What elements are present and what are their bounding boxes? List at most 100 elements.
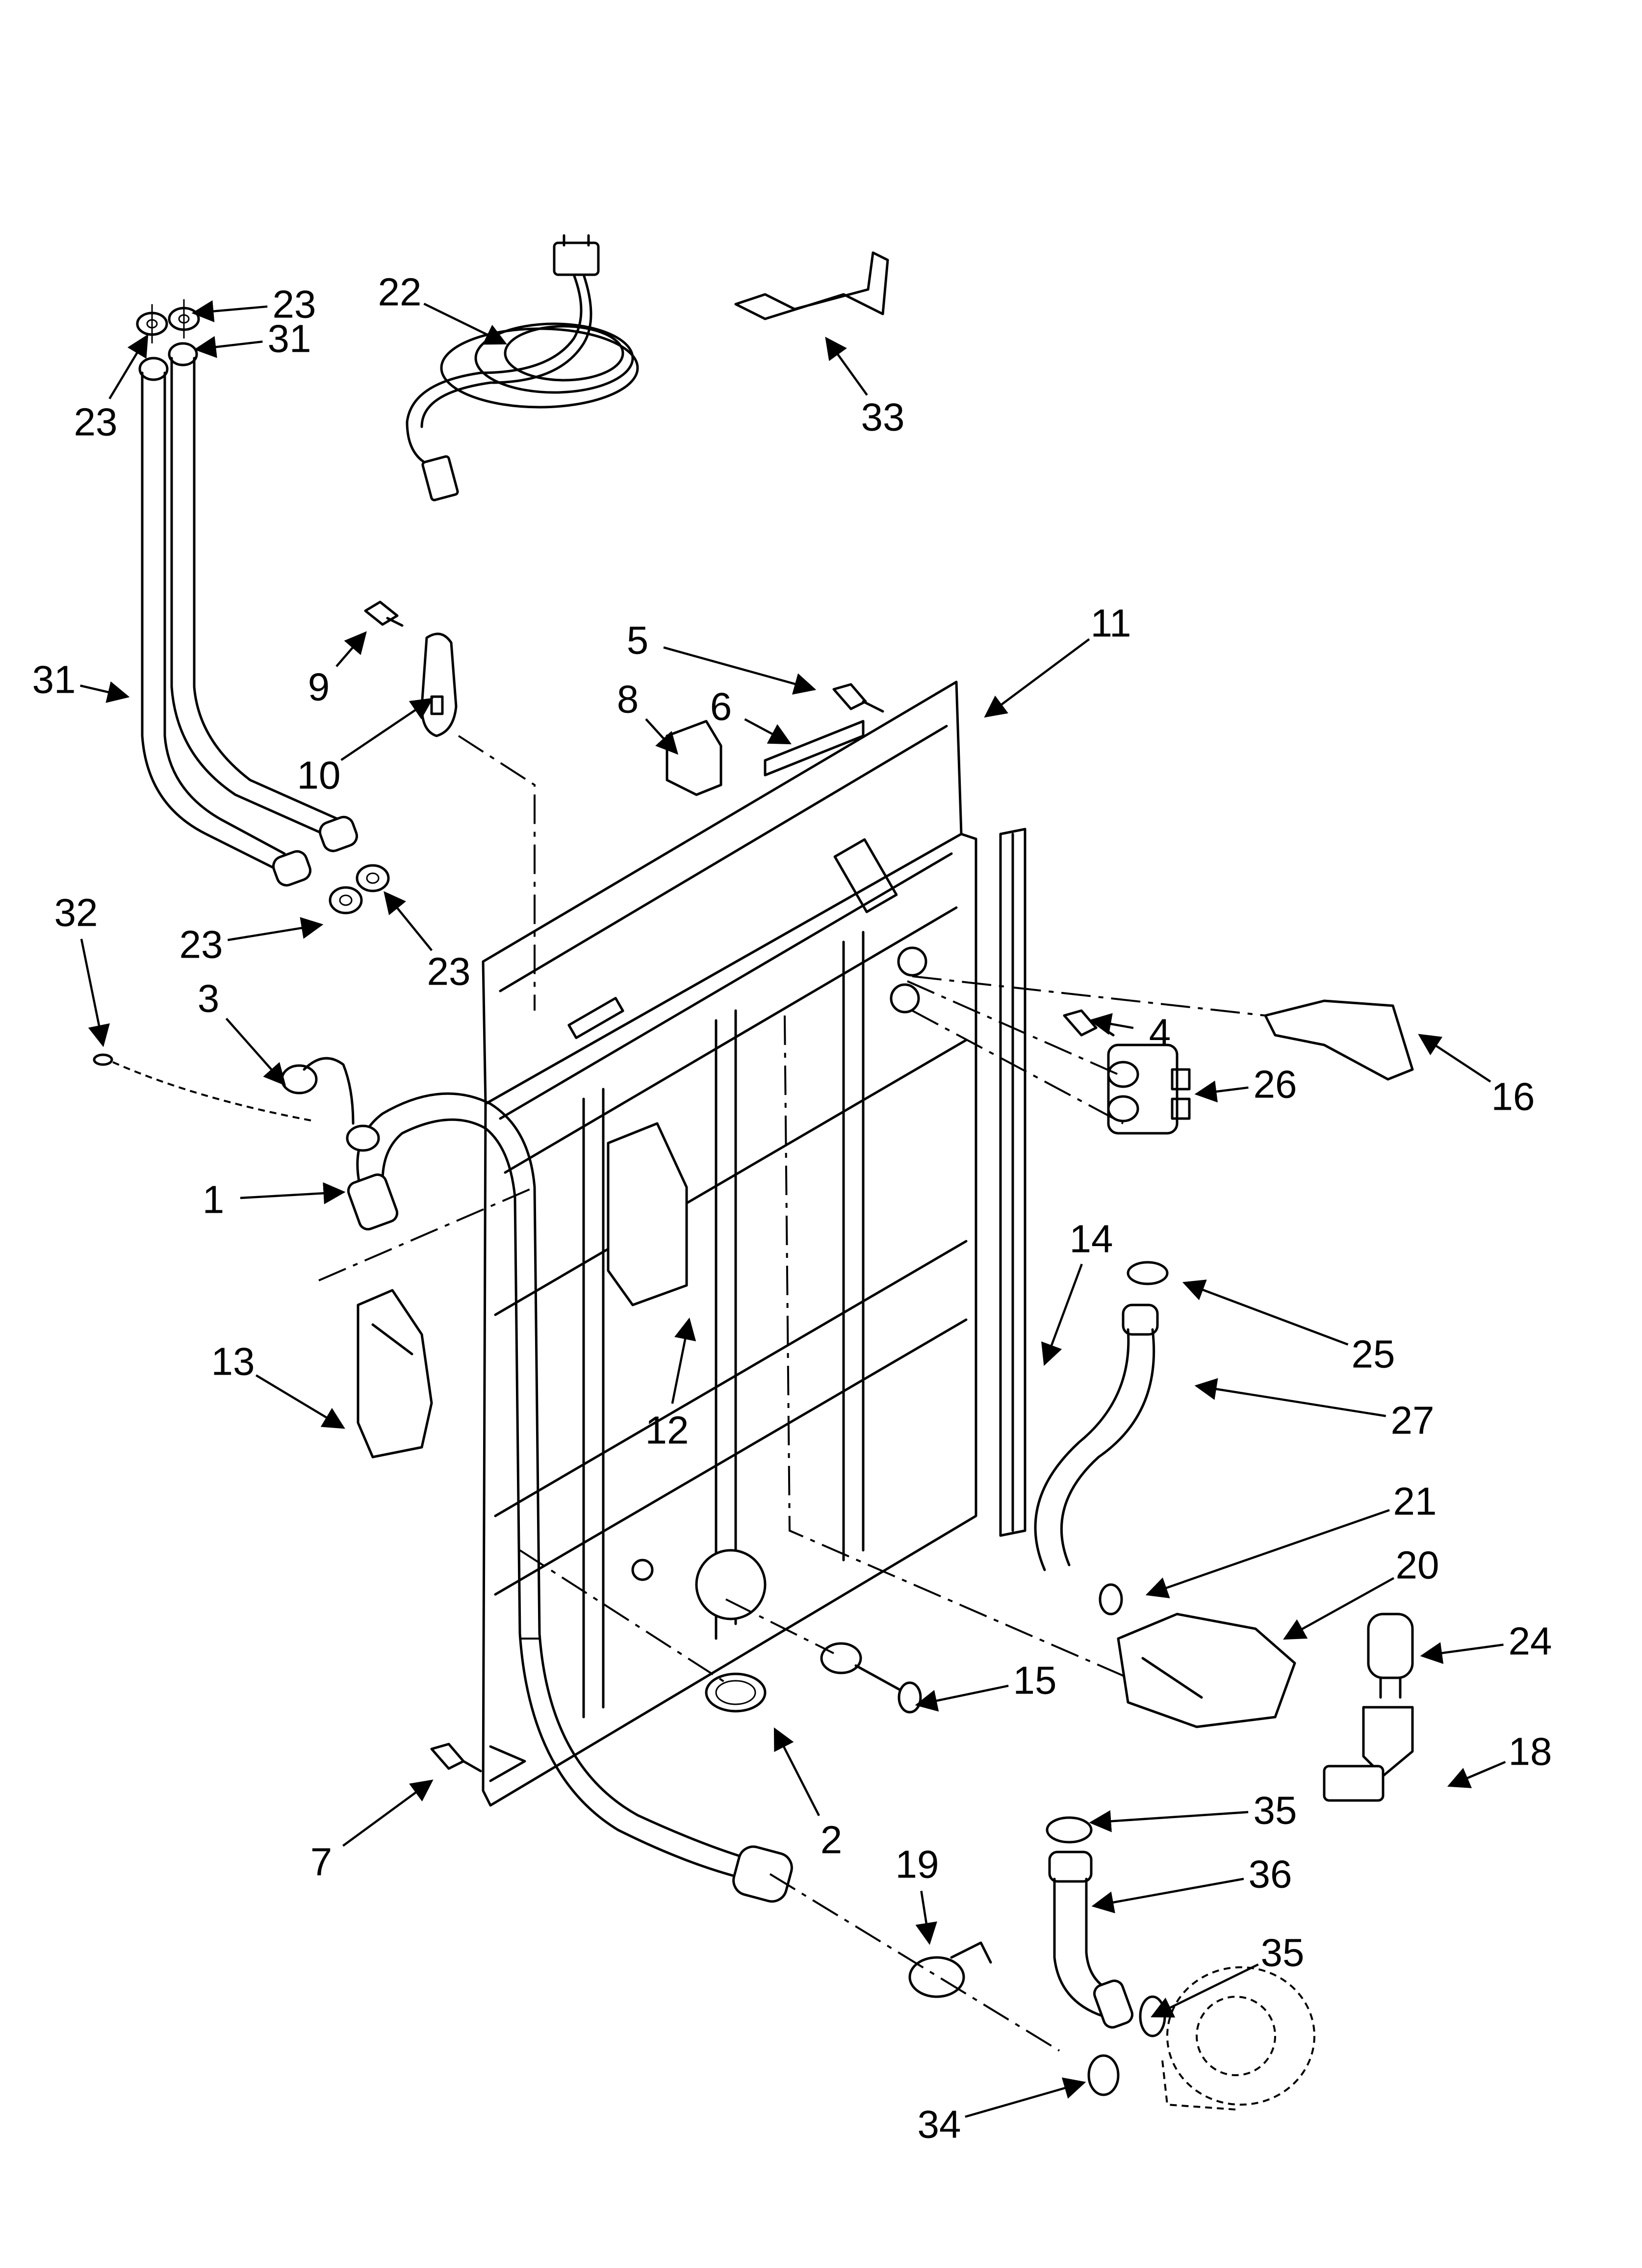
inlet-valve bbox=[1063, 1009, 1191, 1135]
callout-c35b: 35 bbox=[1261, 1931, 1305, 1975]
callout-c8: 8 bbox=[617, 678, 639, 721]
leader-c18 bbox=[1447, 1761, 1506, 1788]
leader-c9 bbox=[335, 631, 367, 667]
leader-c35b bbox=[1150, 1963, 1259, 2018]
side-strip bbox=[999, 828, 1026, 1537]
leader-c33 bbox=[825, 337, 868, 396]
inlet-hoses bbox=[136, 299, 390, 914]
leader-c8 bbox=[645, 718, 679, 755]
hose-and-clamps bbox=[1034, 1261, 1169, 1616]
clamp-19 bbox=[908, 1941, 992, 1998]
callout-c23b: 23 bbox=[74, 400, 118, 444]
hood bbox=[1264, 999, 1414, 1081]
callout-c26: 26 bbox=[1254, 1063, 1297, 1106]
cover bbox=[357, 1289, 433, 1459]
callout-c23c: 23 bbox=[180, 923, 223, 966]
callout-c2: 2 bbox=[821, 1818, 843, 1862]
leader-c12 bbox=[671, 1317, 696, 1404]
leader-c35a bbox=[1089, 1810, 1249, 1832]
leader-c13 bbox=[256, 1374, 345, 1429]
capacitor bbox=[1367, 1613, 1414, 1699]
leader-c4 bbox=[1089, 1013, 1134, 1035]
leader-c26 bbox=[1194, 1080, 1249, 1103]
callout-c10: 10 bbox=[297, 754, 341, 797]
leader-c23d bbox=[384, 891, 433, 951]
callout-c21: 21 bbox=[1393, 1480, 1437, 1523]
drain-hose bbox=[347, 1092, 793, 1903]
clips-and-screw bbox=[666, 683, 884, 796]
leader-c31a bbox=[194, 336, 263, 358]
leader-c21 bbox=[1145, 1509, 1390, 1598]
power-cord bbox=[406, 234, 639, 501]
leader-c5 bbox=[663, 646, 817, 695]
callout-c31a: 31 bbox=[268, 317, 311, 361]
callout-c18: 18 bbox=[1509, 1730, 1552, 1773]
leader-c36 bbox=[1091, 1877, 1244, 1913]
leader-c31b bbox=[80, 681, 130, 703]
leader-c27 bbox=[1194, 1378, 1386, 1417]
callout-c1: 1 bbox=[203, 1178, 225, 1222]
callout-c25: 25 bbox=[1352, 1332, 1395, 1376]
leader-c11 bbox=[984, 638, 1090, 718]
callout-c35a: 35 bbox=[1254, 1789, 1297, 1832]
leader-c24 bbox=[1420, 1642, 1504, 1664]
callout-c3: 3 bbox=[198, 977, 220, 1020]
callout-c9: 9 bbox=[308, 665, 330, 709]
rear-panel bbox=[482, 680, 977, 1807]
callout-c12: 12 bbox=[645, 1408, 689, 1452]
clamp-34 bbox=[1087, 2054, 1120, 2096]
leader-c15 bbox=[915, 1685, 1009, 1712]
callout-c16: 16 bbox=[1491, 1075, 1535, 1119]
screw-7 bbox=[430, 1743, 482, 1773]
leader-c34 bbox=[965, 2077, 1086, 2118]
reference-lines bbox=[318, 735, 1266, 2052]
leader-c23c bbox=[227, 917, 324, 941]
leader-c1 bbox=[240, 1182, 346, 1204]
callout-c24: 24 bbox=[1509, 1619, 1552, 1663]
leader-c2 bbox=[773, 1727, 820, 1817]
callout-c22: 22 bbox=[378, 270, 422, 314]
callout-c23d: 23 bbox=[427, 950, 471, 993]
callout-c4: 4 bbox=[1149, 1011, 1171, 1055]
callout-c6: 6 bbox=[710, 685, 732, 729]
leader-c3 bbox=[225, 1017, 286, 1086]
leader-c19 bbox=[915, 1890, 937, 1945]
leader-c25 bbox=[1182, 1279, 1349, 1346]
cord-loop bbox=[281, 1057, 380, 1152]
leader-c10 bbox=[340, 698, 434, 761]
leader-c14 bbox=[1041, 1263, 1083, 1366]
pump-reference-dashed bbox=[1161, 1966, 1315, 2111]
leader-c22 bbox=[423, 303, 508, 345]
leader-c32 bbox=[80, 938, 110, 1047]
leader-c7 bbox=[342, 1779, 434, 1847]
leader-c20 bbox=[1283, 1577, 1395, 1640]
leader-c23b bbox=[108, 334, 149, 399]
callout-c31b: 31 bbox=[32, 658, 76, 702]
callout-c36: 36 bbox=[1249, 1852, 1292, 1896]
callout-c11: 11 bbox=[1090, 601, 1131, 645]
callout-c20: 20 bbox=[1396, 1543, 1439, 1587]
cable-tie bbox=[93, 1053, 314, 1122]
drain-hose-36 bbox=[1046, 1816, 1166, 2037]
callout-c19: 19 bbox=[896, 1843, 939, 1886]
screw-and-strap bbox=[364, 600, 458, 737]
callout-c23a: 23 bbox=[273, 283, 316, 326]
callout-c5: 5 bbox=[627, 619, 649, 662]
callout-c13: 13 bbox=[211, 1340, 255, 1383]
bracket-12 bbox=[607, 1122, 688, 1306]
callout-c33: 33 bbox=[861, 395, 905, 439]
callout-c14: 14 bbox=[1070, 1217, 1113, 1261]
leader-c16 bbox=[1418, 1034, 1491, 1083]
callout-c15: 15 bbox=[1013, 1659, 1057, 1702]
clamp-2 bbox=[705, 1672, 767, 1713]
bracket bbox=[734, 251, 889, 320]
callout-c32: 32 bbox=[54, 891, 98, 935]
callout-c34: 34 bbox=[918, 2103, 961, 2146]
pump-motor bbox=[1323, 1706, 1414, 1802]
pump-housing bbox=[1117, 1613, 1296, 1728]
leader-c6 bbox=[744, 718, 792, 745]
leader-c23a bbox=[191, 300, 268, 322]
callout-c27: 27 bbox=[1391, 1399, 1435, 1442]
